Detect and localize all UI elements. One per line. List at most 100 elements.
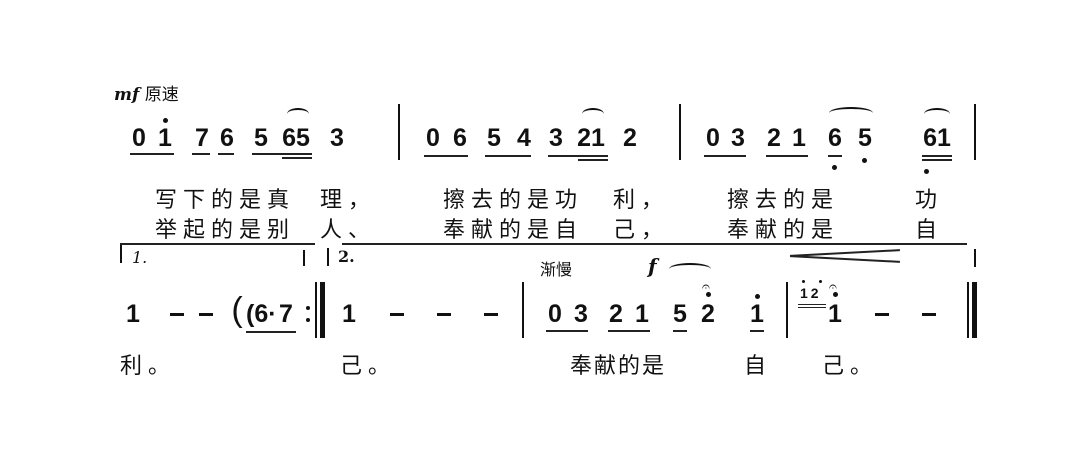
double-underline bbox=[578, 159, 608, 161]
note: 0 bbox=[426, 124, 440, 152]
note: 2 bbox=[701, 300, 715, 328]
note: 3 bbox=[330, 124, 344, 152]
dynamic-mf: mf bbox=[114, 85, 140, 105]
note: 1 bbox=[158, 124, 172, 152]
repeat-barline-thick bbox=[320, 282, 325, 338]
underline bbox=[750, 330, 764, 332]
note: (6· bbox=[246, 300, 277, 328]
note: 1 bbox=[828, 300, 842, 328]
lyric: 己。 bbox=[340, 354, 397, 379]
lyric: 奉献的是 bbox=[570, 354, 667, 379]
note: 21 bbox=[577, 124, 605, 152]
high-octave-dot bbox=[755, 294, 760, 299]
lyric: 功 bbox=[915, 188, 944, 213]
underline bbox=[922, 155, 952, 157]
lyric: 利， bbox=[613, 188, 670, 213]
barline bbox=[974, 104, 976, 160]
decrescendo-line bbox=[790, 255, 900, 263]
note: 1 bbox=[750, 300, 764, 328]
volta-1-bracket bbox=[120, 243, 315, 245]
sustain-dash bbox=[437, 313, 451, 316]
underline bbox=[252, 153, 312, 155]
note: 6 bbox=[220, 124, 234, 152]
note: 5 bbox=[673, 300, 687, 328]
volta-2-bracket bbox=[342, 243, 967, 245]
repeat-dot bbox=[306, 318, 310, 322]
sustain-dash bbox=[484, 313, 498, 316]
final-barline-thin bbox=[967, 282, 969, 338]
grace-underline bbox=[798, 307, 826, 308]
low-octave-dot bbox=[862, 158, 867, 163]
note: 7 bbox=[195, 124, 209, 152]
barline bbox=[398, 104, 400, 160]
fermata-icon: 𝄐 bbox=[829, 279, 837, 295]
note: 7 bbox=[279, 300, 293, 328]
slur bbox=[669, 263, 711, 275]
dynamic-f: f bbox=[648, 254, 657, 278]
note: 1 bbox=[635, 300, 649, 328]
note: 0 bbox=[548, 300, 562, 328]
slur bbox=[582, 108, 604, 120]
note: 6 bbox=[828, 124, 842, 152]
volta-2-label: 2. bbox=[338, 247, 355, 266]
underline bbox=[546, 330, 588, 332]
lyric: 己， bbox=[613, 218, 670, 243]
lyric: 自 bbox=[915, 218, 944, 243]
grace-notes: 12 bbox=[800, 285, 822, 301]
sustain-dash bbox=[199, 313, 213, 316]
final-barline-thick bbox=[972, 282, 977, 338]
barline bbox=[679, 104, 681, 160]
note: 2 bbox=[623, 124, 637, 152]
underline bbox=[192, 153, 210, 155]
lyric: 擦去的是功 bbox=[443, 188, 584, 213]
high-octave-dot bbox=[833, 292, 838, 297]
tempo-marking: 原速 bbox=[144, 85, 179, 105]
high-octave-dot bbox=[802, 280, 805, 283]
volta-1-bracket-end bbox=[303, 250, 305, 266]
slur bbox=[924, 108, 950, 120]
underline bbox=[828, 155, 842, 157]
lyric: 利。 bbox=[120, 354, 177, 379]
note: 5 bbox=[858, 124, 872, 152]
lyric: 己。 bbox=[822, 354, 879, 379]
underline bbox=[673, 330, 687, 332]
low-octave-dot bbox=[832, 165, 837, 170]
high-octave-dot bbox=[706, 292, 711, 297]
volta-1-label: 1. bbox=[132, 248, 148, 267]
note: 0 bbox=[132, 124, 146, 152]
note: 0 bbox=[706, 124, 720, 152]
dynamic-tempo-marking: mf 原速 bbox=[114, 80, 179, 105]
note: 2 bbox=[767, 124, 781, 152]
note: 1 bbox=[342, 300, 356, 328]
note: 4 bbox=[517, 124, 531, 152]
note: 5 bbox=[254, 124, 268, 152]
note: 3 bbox=[731, 124, 745, 152]
fermata-icon: 𝄐 bbox=[702, 279, 710, 295]
barline bbox=[786, 282, 788, 338]
underline bbox=[548, 155, 608, 157]
double-underline bbox=[282, 157, 312, 159]
note: 1 bbox=[126, 300, 140, 328]
lyric: 理， bbox=[320, 188, 377, 213]
volta-1-bracket-start bbox=[120, 245, 122, 263]
note: 61 bbox=[923, 124, 951, 152]
note: 2 bbox=[609, 300, 623, 328]
slur bbox=[829, 107, 873, 119]
repeat-dot bbox=[306, 306, 310, 310]
lyric: 人、 bbox=[320, 218, 377, 243]
lyric: 自 bbox=[744, 354, 773, 379]
barline-fragment bbox=[974, 249, 976, 267]
note: 3 bbox=[549, 124, 563, 152]
lyric: 奉献的是 bbox=[727, 218, 840, 243]
high-octave-dot bbox=[163, 118, 168, 123]
underline bbox=[766, 155, 808, 157]
underline bbox=[218, 153, 234, 155]
underline bbox=[608, 330, 650, 332]
grace-underline bbox=[798, 304, 826, 305]
note: 5 bbox=[487, 124, 501, 152]
note: 6 bbox=[453, 124, 467, 152]
sustain-dash bbox=[875, 313, 889, 316]
lyric: 奉献的是自 bbox=[443, 218, 584, 243]
underline bbox=[485, 155, 531, 157]
volta-2-bracket-start bbox=[327, 248, 329, 266]
